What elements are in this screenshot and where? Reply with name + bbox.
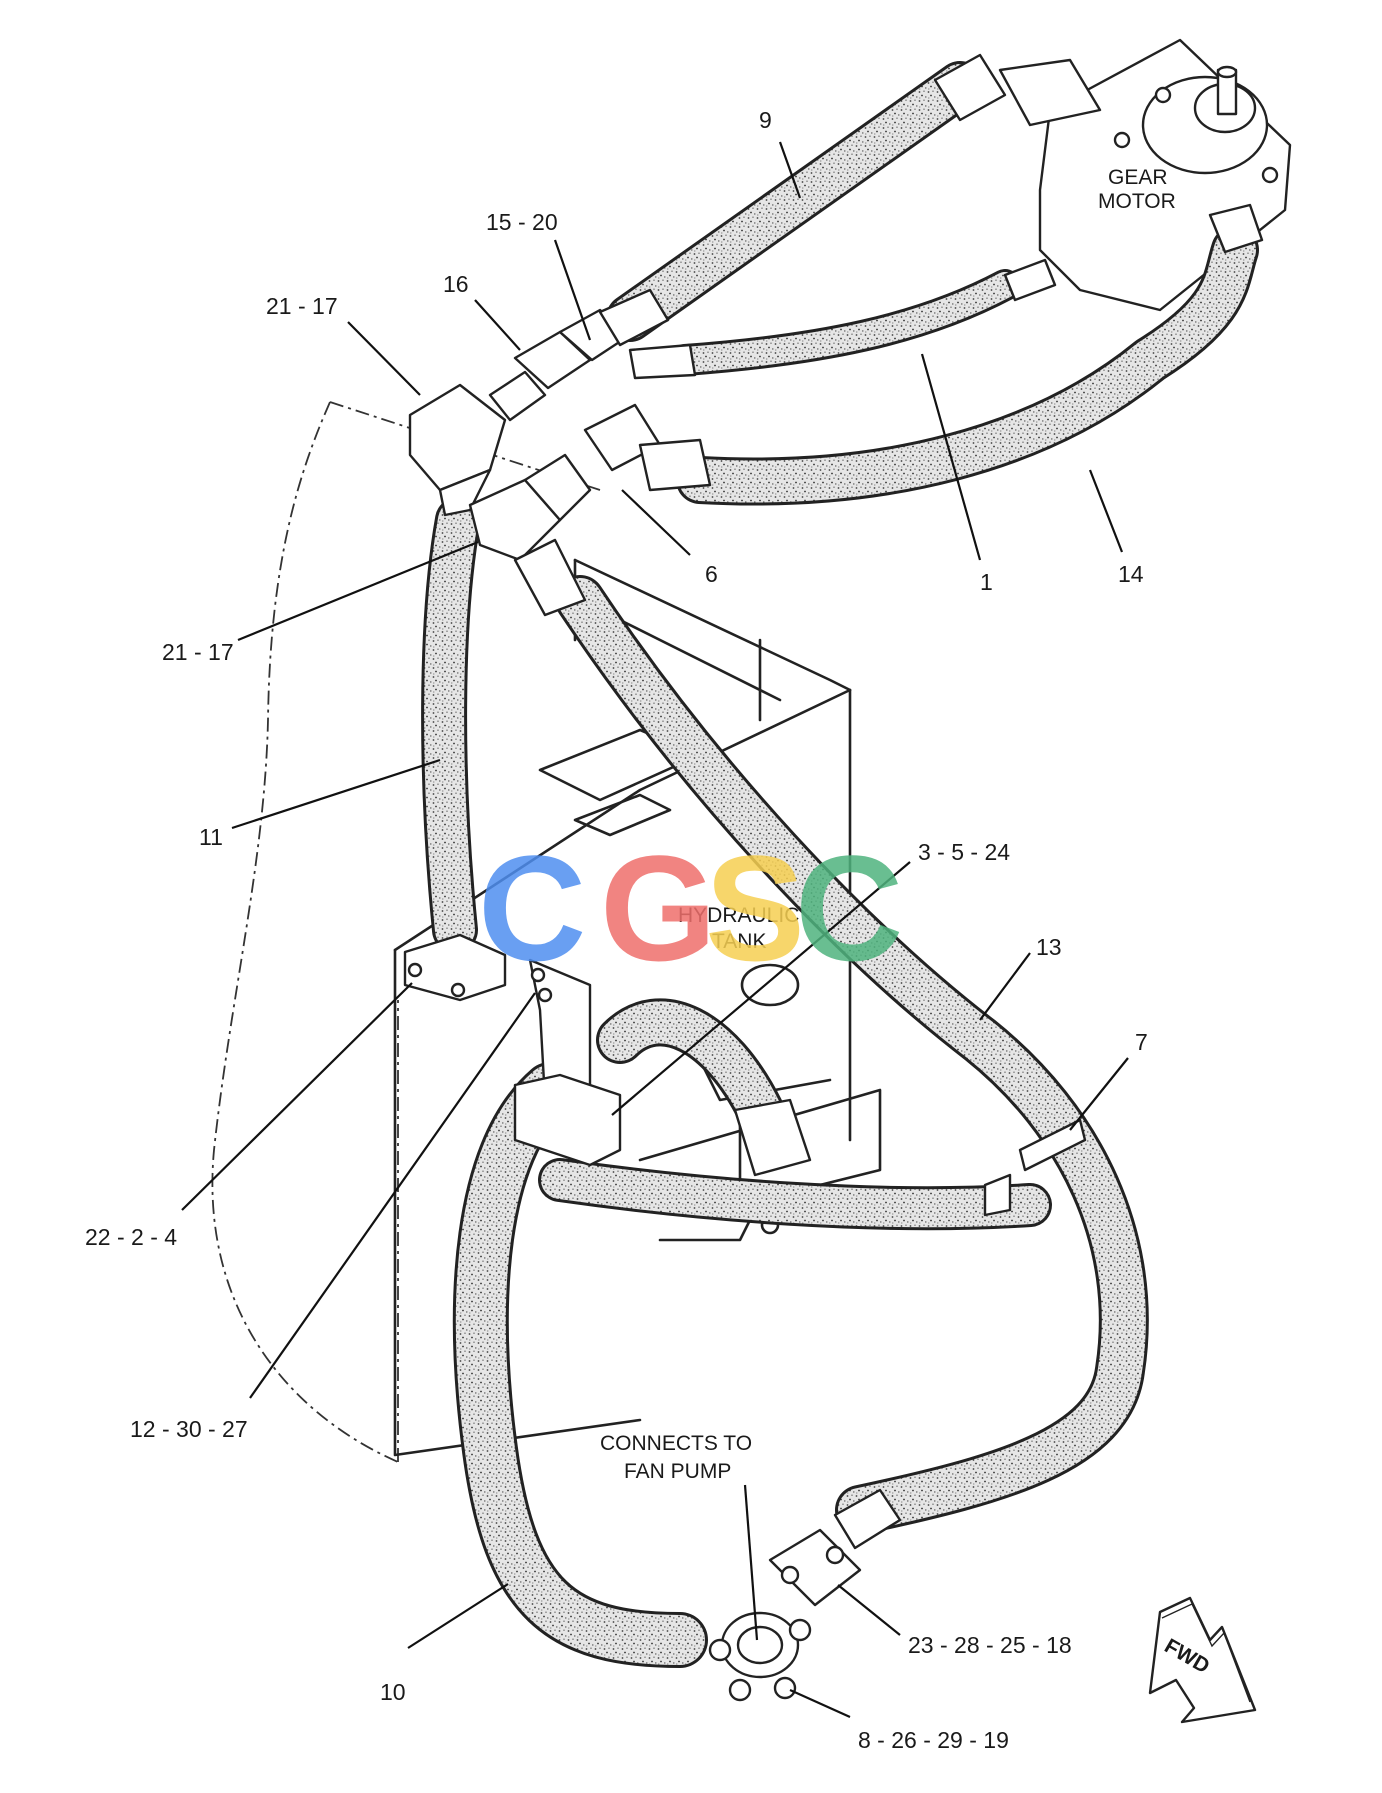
leader-10 xyxy=(407,1583,509,1649)
leader-7 xyxy=(1069,1057,1129,1131)
leader-8-26-29-19 xyxy=(789,1688,851,1719)
leader-21-17-mid xyxy=(237,540,479,642)
callout-9: 9 xyxy=(759,107,772,133)
leader-1 xyxy=(920,353,982,561)
callout-14: 14 xyxy=(1118,561,1144,587)
leader-16 xyxy=(474,299,521,351)
callout-16: 16 xyxy=(443,271,469,297)
leader-22-2-4 xyxy=(181,982,413,1211)
cgsc-watermark: C G S C xyxy=(478,824,903,992)
leader-3-5-24 xyxy=(611,861,911,1116)
callout-numbers: 9 15 - 20 16 21 - 17 21 - 17 6 1 14 11 3… xyxy=(85,107,1148,1753)
leader-12-30-27 xyxy=(249,992,536,1399)
fan-pump-label-line1: CONNECTS TO xyxy=(600,1432,752,1455)
callout-11: 11 xyxy=(199,824,223,850)
callout-1: 1 xyxy=(980,569,993,595)
fan-pump-label-line2: FAN PUMP xyxy=(624,1460,731,1483)
fan-pump-label: CONNECTS TO FAN PUMP xyxy=(600,1432,759,1641)
hydraulic-tank-label-line2: TANK xyxy=(712,930,766,953)
callout-21-17-top: 21 - 17 xyxy=(266,293,338,319)
callout-12-30-27: 12 - 30 - 27 xyxy=(130,1416,248,1442)
callout-10: 10 xyxy=(380,1679,406,1705)
watermark-letter-c1: C xyxy=(478,824,586,992)
callout-6: 6 xyxy=(705,561,718,587)
callout-8-26-29-19: 8 - 26 - 29 - 19 xyxy=(858,1727,1009,1753)
fwd-arrow: FWD xyxy=(1148,1596,1257,1724)
gear-motor-label-line1: GEAR xyxy=(1108,166,1168,189)
callout-21-17-mid: 21 - 17 xyxy=(162,639,234,665)
watermark-letter-g: G xyxy=(600,824,717,992)
hydraulic-tank-label-line1: HYDRAULIC xyxy=(678,904,799,927)
callout-3-5-24: 3 - 5 - 24 xyxy=(918,839,1010,865)
callout-leaders xyxy=(181,141,1129,1719)
leader-11 xyxy=(231,758,441,830)
tank-label: HYDRAULIC TANK xyxy=(678,904,799,953)
leader-23-28-25-18 xyxy=(837,1584,901,1636)
leader-21-17-top xyxy=(347,321,421,396)
fittings xyxy=(403,53,1264,1702)
leader-13 xyxy=(979,952,1031,1021)
gear-motor-label-line2: MOTOR xyxy=(1098,190,1176,213)
watermark-letter-c2: C xyxy=(795,824,903,992)
callout-13: 13 xyxy=(1036,934,1062,960)
watermark-letter-s: S xyxy=(705,824,805,992)
callout-15-20: 15 - 20 xyxy=(486,209,558,235)
callout-23-28-25-18: 23 - 28 - 25 - 18 xyxy=(908,1632,1072,1658)
leader-15-20 xyxy=(553,239,592,341)
leader-9 xyxy=(778,141,802,199)
callout-22-2-4: 22 - 2 - 4 xyxy=(85,1224,177,1250)
callout-7: 7 xyxy=(1135,1029,1148,1055)
leader-14 xyxy=(1088,469,1124,553)
leader-6 xyxy=(621,489,691,556)
